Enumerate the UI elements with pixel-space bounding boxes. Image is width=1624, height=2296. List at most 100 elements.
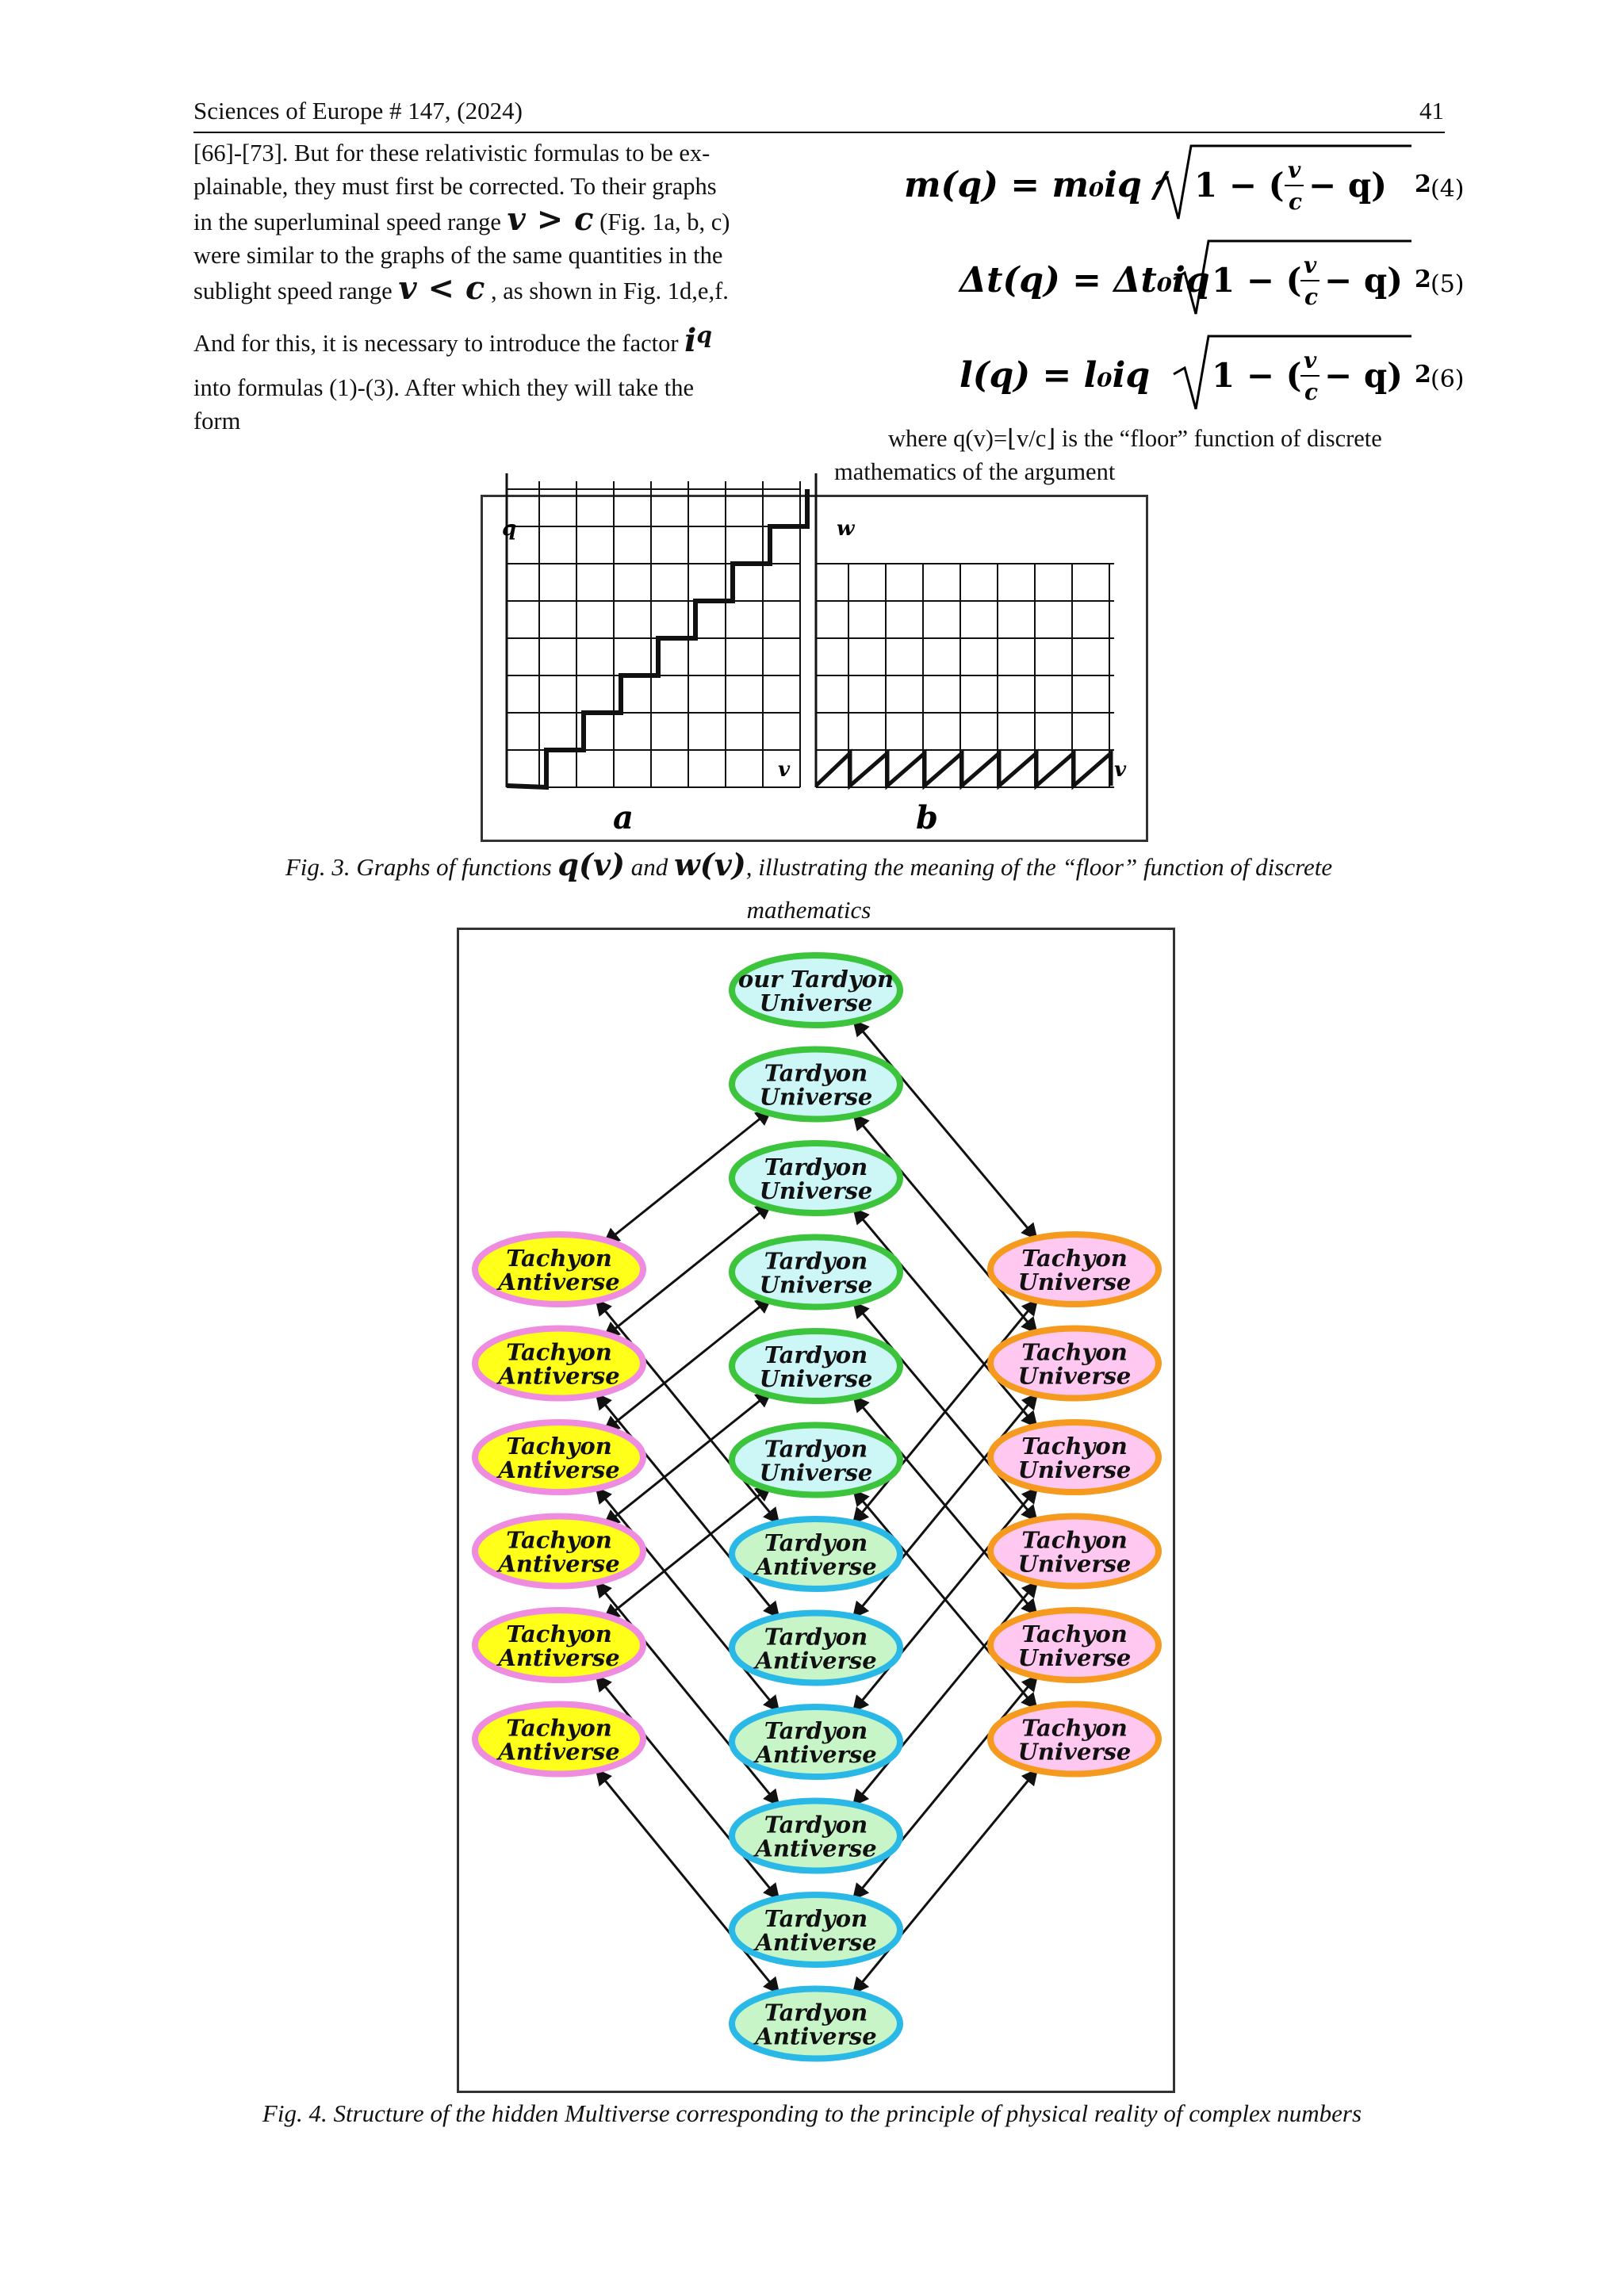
equation-term: 1 − ( [1212, 356, 1302, 395]
sqrt-sign [1155, 144, 1411, 220]
connection-arrow [595, 1392, 780, 1619]
connection-arrow [852, 1580, 1039, 1807]
caption-math: q(v) [557, 847, 626, 882]
axis-label-v: v [1114, 758, 1127, 782]
inline-math: q [696, 322, 712, 348]
equation-number: (4) [1431, 175, 1465, 203]
caption-text: and [630, 853, 668, 881]
node-label: Universe [760, 1272, 873, 1299]
inline-math: v < c [398, 270, 485, 307]
sqrt-sign [1173, 239, 1411, 315]
node-label: Antiverse [496, 1739, 619, 1766]
figure-3: q v a w v b [481, 473, 1148, 842]
header-rule [193, 132, 1445, 133]
node-label: Tardyon [764, 1341, 868, 1368]
floor-note-line1: where q(v)=⌊v/c⌋ is the “floor” function… [888, 425, 1382, 452]
text-line: into formulas (1)-(3). After which they … [193, 374, 694, 402]
panel-b-graph [814, 473, 1114, 790]
node-ellipse [729, 1704, 903, 1780]
node-label: Antiverse [753, 1647, 876, 1674]
connection-arrow [852, 1674, 1039, 1901]
fraction-denominator: c [1304, 284, 1318, 310]
node-ellipse [472, 1325, 646, 1402]
node-label: Antiverse [753, 2023, 876, 2050]
panel-a-graph [505, 473, 810, 790]
connection-arrow [595, 1580, 780, 1807]
equation-exponent: 2 [1415, 266, 1431, 293]
node-label: Tachyon [1021, 1527, 1128, 1554]
equation-exponent: 2 [1415, 170, 1431, 198]
equation-term: − q) [1324, 356, 1403, 395]
node-label: Tardyon [764, 1248, 868, 1275]
node-label: Antiverse [496, 1456, 619, 1483]
node-ellipse [729, 1046, 903, 1123]
node-ellipse [472, 1419, 646, 1495]
node-ellipse [987, 1607, 1162, 1683]
text-fragment: , as shown in Fig. 1d,e,f. [490, 277, 729, 304]
figure-3-graphs: q v a w v b [502, 473, 1127, 836]
node-label: Tardyon [764, 1717, 868, 1744]
connection-arrow [852, 1113, 1038, 1334]
axis-label-w: w [837, 517, 856, 541]
connection-arrow [852, 1019, 1038, 1241]
equation-lhs: l(q) = l₀iq [959, 355, 1150, 396]
node-label: Tachyon [1021, 1715, 1128, 1742]
node-label: Tachyon [1021, 1339, 1128, 1366]
text-fragment: And for this, it is necessary to introdu… [193, 330, 679, 358]
node-ellipse [729, 1234, 903, 1311]
equation-number: (6) [1431, 365, 1465, 393]
node-label: Tardyon [764, 1154, 868, 1181]
equation-5: Δt(q) = Δt₀iq 1 − ( v c − q) 2 (5) [958, 239, 1465, 315]
equation-6: l(q) = l₀iq 1 − ( v c − q) 2 (6) [959, 335, 1465, 410]
node-label: Universe [760, 1084, 873, 1111]
node-label: Tachyon [506, 1527, 612, 1554]
node-label: Tachyon [506, 1339, 612, 1366]
node-ellipse [729, 1516, 903, 1592]
node-ellipse [729, 1797, 903, 1874]
text-line: plainable, they must first be corrected.… [193, 173, 717, 200]
caption-text: , illustrating the meaning of the “floor… [745, 853, 1333, 881]
fraction-numerator: v [1288, 157, 1301, 183]
node-label: Antiverse [753, 1741, 876, 1768]
node-ellipse [729, 1140, 903, 1216]
node-ellipse [729, 1609, 903, 1686]
node-label: Tardyon [764, 1999, 868, 2026]
connection-arrow [852, 1207, 1038, 1429]
floor-note-line2: mathematics of the argument [834, 458, 1116, 485]
page-number: 41 [1419, 97, 1444, 124]
equation-exponent: 2 [1415, 361, 1431, 388]
text-line: were similar to the graphs of the same q… [193, 242, 723, 269]
node-label: Tardyon [764, 1624, 868, 1651]
node-label: Universe [760, 1365, 873, 1392]
equation-lhs: m(q) = m₀iq / [904, 165, 1170, 205]
node-ellipse [987, 1419, 1162, 1495]
figure-3-caption: Fig. 3. Graphs of functions q(v) and w(v… [159, 847, 1459, 882]
node-label: Universe [1018, 1739, 1132, 1766]
equation-term: − q) [1324, 261, 1403, 300]
body-paragraph: [66]-[73]. But for these relativistic fo… [193, 136, 796, 438]
universe-nodes: our TardyonUniverseTardyonUniverseTardyo… [472, 952, 1162, 2062]
node-label: Antiverse [753, 1835, 876, 1862]
text-fragment: sublight speed range [193, 277, 393, 304]
node-ellipse [472, 1701, 646, 1777]
node-label: Tardyon [764, 1529, 868, 1556]
node-label: Antiverse [753, 1553, 876, 1580]
text-line: in the superluminal speed range v > c (F… [193, 203, 796, 239]
journal-header: Sciences of Europe # 147, (2024) [193, 97, 523, 124]
node-label: Antiverse [753, 1929, 876, 1956]
inline-math: v > c [507, 201, 594, 238]
node-label: Tachyon [1021, 1245, 1128, 1272]
node-ellipse [987, 1231, 1162, 1307]
